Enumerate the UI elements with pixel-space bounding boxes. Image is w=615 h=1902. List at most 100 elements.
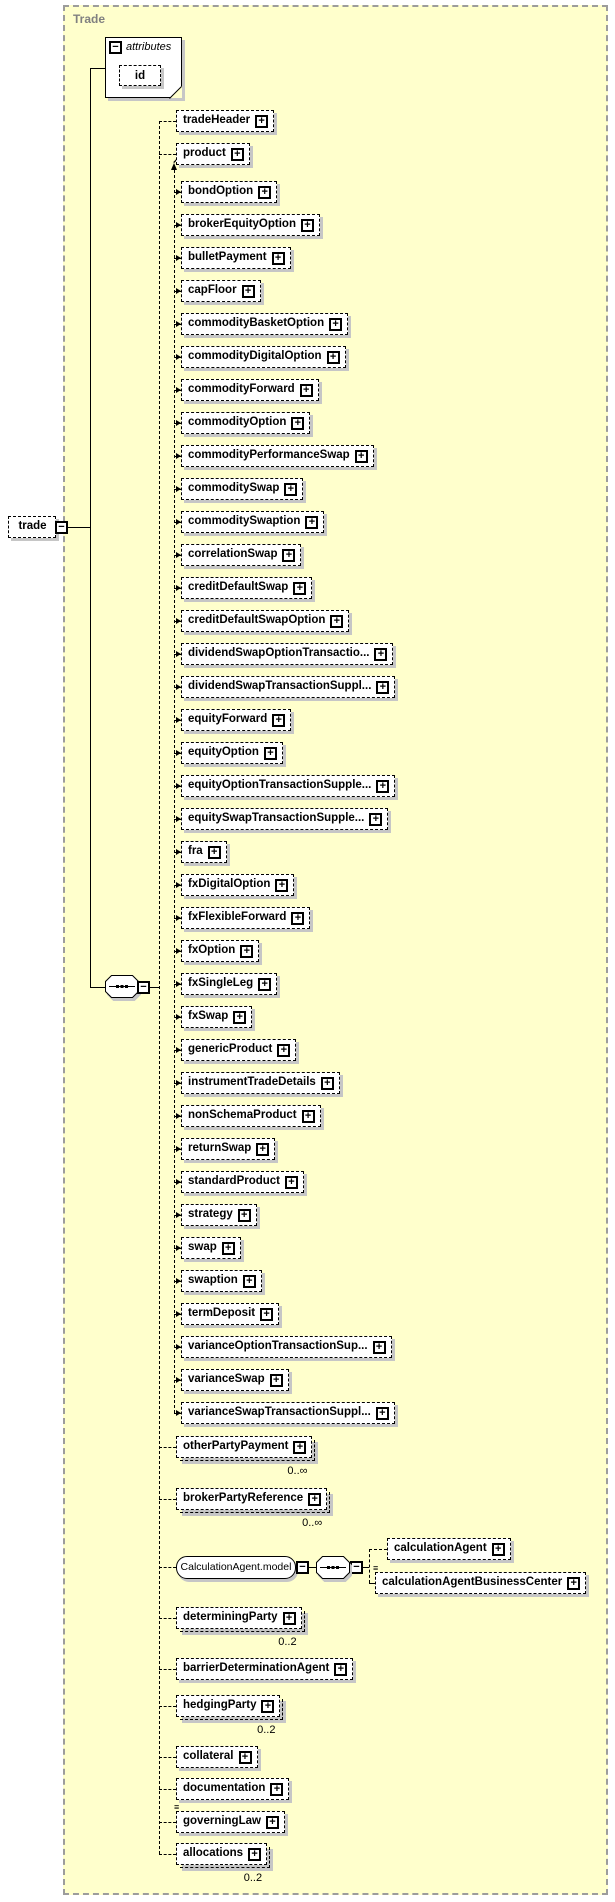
- element-swap[interactable]: swap+: [181, 1237, 241, 1259]
- element-fra[interactable]: fra+: [181, 841, 227, 863]
- attribute-id[interactable]: id: [119, 65, 161, 86]
- element-standardproduct[interactable]: standardProduct+: [181, 1171, 305, 1193]
- expand-icon[interactable]: +: [376, 779, 390, 793]
- expand-icon[interactable]: +: [329, 317, 343, 331]
- element-capfloor[interactable]: capFloor+: [181, 280, 261, 302]
- expand-icon[interactable]: +: [270, 1782, 284, 1796]
- element-equityoptiontransactionsupple[interactable]: equityOptionTransactionSupple...+: [181, 775, 396, 797]
- element-governinglaw[interactable]: ≡governingLaw+: [174, 1803, 285, 1833]
- element-nonschemaproduct[interactable]: nonSchemaProduct+: [181, 1105, 321, 1127]
- expand-icon[interactable]: +: [263, 746, 277, 760]
- collapse-icon[interactable]: −: [55, 521, 68, 534]
- expand-icon[interactable]: +: [238, 1750, 252, 1764]
- element-instrumenttradedetails[interactable]: instrumentTradeDetails+: [181, 1072, 340, 1094]
- expand-icon[interactable]: +: [277, 1043, 291, 1057]
- element-brokerequityoption[interactable]: brokerEquityOption+: [181, 214, 320, 236]
- expand-icon[interactable]: +: [291, 416, 305, 430]
- expand-icon[interactable]: +: [248, 1847, 262, 1861]
- expand-icon[interactable]: +: [374, 647, 388, 661]
- element-hedgingparty[interactable]: hedgingParty+0..2: [176, 1695, 284, 1736]
- element-fxdigitaloption[interactable]: fxDigitalOption+: [181, 874, 295, 896]
- element-calculationagent[interactable]: calculationAgent+: [387, 1538, 511, 1560]
- element-documentation[interactable]: documentation+: [176, 1778, 290, 1800]
- element-commodityswaption[interactable]: commoditySwaption+: [181, 511, 325, 533]
- expand-icon[interactable]: +: [275, 878, 289, 892]
- expand-icon[interactable]: +: [491, 1542, 505, 1556]
- element-dividendswapoptiontransactio[interactable]: dividendSwapOptionTransactio...+: [181, 643, 394, 665]
- expand-icon[interactable]: +: [282, 548, 296, 562]
- expand-icon[interactable]: +: [258, 185, 272, 199]
- element-tradeheader[interactable]: tradeHeader+: [176, 110, 275, 132]
- expand-icon[interactable]: +: [293, 1440, 307, 1454]
- element-returnswap[interactable]: returnSwap+: [181, 1138, 276, 1160]
- attributes-box[interactable]: − attributes id: [105, 37, 182, 99]
- element-swaption[interactable]: swaption+: [181, 1270, 262, 1292]
- sequence-compositor-icon[interactable]: [316, 1555, 350, 1579]
- expand-icon[interactable]: +: [241, 284, 255, 298]
- expand-icon[interactable]: +: [230, 147, 244, 161]
- expand-icon[interactable]: +: [240, 944, 254, 958]
- expand-icon[interactable]: +: [269, 1373, 283, 1387]
- expand-icon[interactable]: +: [334, 1662, 348, 1676]
- expand-icon[interactable]: +: [233, 1010, 247, 1024]
- expand-icon[interactable]: +: [375, 1406, 389, 1420]
- element-fxflexibleforward[interactable]: fxFlexibleForward+: [181, 907, 311, 929]
- element-varianceswaptransactionsuppl[interactable]: varianceSwapTransactionSuppl...+: [181, 1402, 395, 1424]
- element-commoditybasketoption[interactable]: commodityBasketOption+: [181, 313, 349, 335]
- element-termdeposit[interactable]: termDeposit+: [181, 1303, 280, 1325]
- element-varianceswap[interactable]: varianceSwap+: [181, 1369, 289, 1391]
- expand-icon[interactable]: +: [320, 1076, 334, 1090]
- element-otherpartypayment[interactable]: otherPartyPayment+0..∞: [176, 1436, 316, 1477]
- element-varianceoptiontransactionsup[interactable]: varianceOptionTransactionSup...+: [181, 1336, 392, 1358]
- expand-icon[interactable]: +: [284, 482, 298, 496]
- expand-icon[interactable]: +: [271, 251, 285, 265]
- expand-icon[interactable]: +: [256, 1142, 270, 1156]
- element-commodityoption[interactable]: commodityOption+: [181, 412, 311, 434]
- expand-icon[interactable]: +: [242, 1274, 256, 1288]
- element-creditdefaultswapoption[interactable]: creditDefaultSwapOption+: [181, 610, 350, 632]
- element-collateral[interactable]: collateral+: [176, 1746, 258, 1768]
- expand-icon[interactable]: +: [293, 581, 307, 595]
- model-group-calculationagent-model[interactable]: CalculationAgent.model: [176, 1555, 296, 1579]
- element-genericproduct[interactable]: genericProduct+: [181, 1039, 297, 1061]
- element-equityswaptransactionsupple[interactable]: equitySwapTransactionSupple...+: [181, 808, 389, 830]
- expand-icon[interactable]: +: [260, 1307, 274, 1321]
- expand-icon[interactable]: +: [265, 1815, 279, 1829]
- expand-icon[interactable]: +: [369, 812, 383, 826]
- collapse-icon[interactable]: −: [296, 1560, 309, 1574]
- element-bondoption[interactable]: bondOption+: [181, 181, 278, 203]
- element-commodityperformanceswap[interactable]: commodityPerformanceSwap+: [181, 445, 374, 467]
- expand-icon[interactable]: +: [255, 114, 269, 128]
- element-commodityswap[interactable]: commoditySwap+: [181, 478, 304, 500]
- element-strategy[interactable]: strategy+: [181, 1204, 257, 1226]
- element-product[interactable]: product+: [176, 143, 250, 165]
- expand-icon[interactable]: +: [299, 383, 313, 397]
- element-bulletpayment[interactable]: bulletPayment+: [181, 247, 291, 269]
- expand-icon[interactable]: +: [258, 977, 272, 991]
- element-dividendswaptransactionsuppl[interactable]: dividendSwapTransactionSuppl...+: [181, 676, 396, 698]
- collapse-icon[interactable]: −: [109, 41, 122, 54]
- expand-icon[interactable]: +: [282, 1611, 296, 1625]
- element-commoditydigitaloption[interactable]: commodityDigitalOption+: [181, 346, 346, 368]
- expand-icon[interactable]: +: [308, 1492, 322, 1506]
- element-creditdefaultswap[interactable]: creditDefaultSwap+: [181, 577, 313, 599]
- element-calculationagentbusinesscenter[interactable]: ≡calculationAgentBusinessCenter+: [373, 1564, 587, 1594]
- expand-icon[interactable]: +: [372, 1340, 386, 1354]
- sequence-compositor-icon[interactable]: [105, 975, 139, 998]
- element-brokerpartyreference[interactable]: brokerPartyReference+0..∞: [176, 1488, 331, 1529]
- expand-icon[interactable]: +: [237, 1208, 251, 1222]
- collapse-icon[interactable]: −: [137, 981, 150, 994]
- element-barrierdeterminationagent[interactable]: barrierDeterminationAgent+: [176, 1658, 354, 1680]
- expand-icon[interactable]: +: [285, 1175, 299, 1189]
- expand-icon[interactable]: +: [300, 218, 314, 232]
- expand-icon[interactable]: +: [291, 911, 305, 925]
- element-commodityforward[interactable]: commodityForward+: [181, 379, 319, 401]
- expand-icon[interactable]: +: [567, 1576, 581, 1590]
- expand-icon[interactable]: +: [261, 1699, 275, 1713]
- element-equityforward[interactable]: equityForward+: [181, 709, 292, 731]
- element-correlationswap[interactable]: correlationSwap+: [181, 544, 302, 566]
- expand-icon[interactable]: +: [301, 1109, 315, 1123]
- element-equityoption[interactable]: equityOption+: [181, 742, 283, 764]
- collapse-icon[interactable]: −: [350, 1560, 363, 1574]
- expand-icon[interactable]: +: [305, 515, 319, 529]
